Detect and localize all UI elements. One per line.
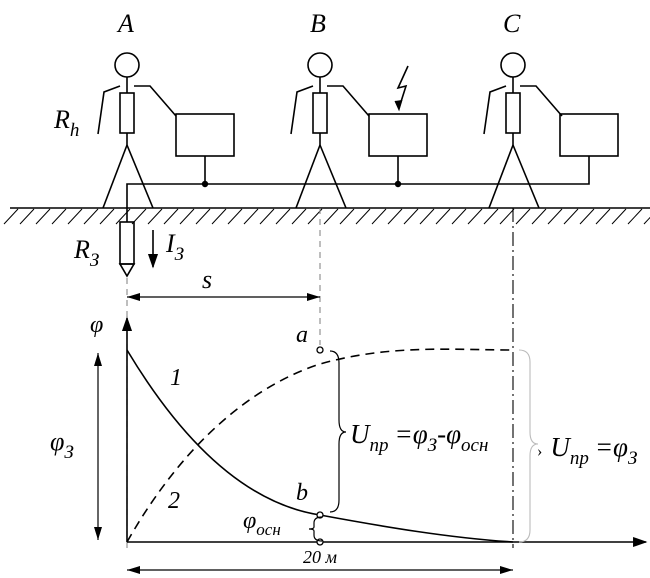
person-b [290,52,370,209]
ground-hatch-line [387,208,403,225]
potential-curve-1 [126,349,514,543]
label-person-a: A [116,9,134,38]
label-person-b: B [310,9,326,38]
ground-hatch-line [19,208,35,225]
label-point-b: b [296,480,308,506]
touch-voltage-curve-2 [126,348,514,543]
person-c [483,52,563,209]
label-point-a: a [296,322,308,348]
ground-hatch-line [291,208,307,225]
label-touch-voltage-2: ›Uпр=φЗ [537,432,637,469]
equipment-box-c [559,113,619,157]
ground-hatch-line [483,208,499,225]
ground-hatch-line [227,208,243,225]
ground-hatch-line [259,208,275,225]
ground-hatch-line [403,208,419,225]
ground-hatch-line [355,208,371,225]
brace-base [308,516,323,542]
ground-hatch-line [467,208,483,225]
brace-c [518,349,539,543]
ground-hatch-line [435,208,451,225]
label-curve-1: 1 [170,365,182,391]
label-touch-voltage-1: Uпр=φЗ-φосн [350,419,488,456]
ground-hatch-line [611,208,627,225]
equipment-box-a [175,113,235,157]
ground-hatch-line [83,208,99,225]
ground-hatch-line [35,208,51,225]
ground-hatch-line [499,208,515,225]
ground-surface [3,207,650,225]
ground-hatch-line [67,208,83,225]
grounding-bus [126,156,590,222]
ground-hatch-line [419,208,435,225]
ground-hatch-line [211,208,227,225]
ground-electrode [118,221,136,278]
ground-hatch-line [643,216,650,225]
ground-hatch-line [595,208,611,225]
label-curve-2: 2 [168,488,180,514]
label-ground-current: IЗ [165,229,184,265]
ground-hatch-line [179,208,195,225]
ground-hatch-line [3,208,19,225]
label-distance-s: s [202,265,212,294]
label-phi-axis: φ [90,312,103,338]
ground-hatch-line [515,208,531,225]
label-person-c: C [503,9,521,38]
brace-ab [329,350,347,513]
ground-hatch-line [627,208,643,225]
ground-hatch-line [195,208,211,225]
phi-ground-dimension [94,353,102,540]
label-body-resistance: Rh [53,105,79,141]
label-phi-base: φосн [243,508,281,539]
equipment-box-b [368,113,428,157]
ground-hatch-line [339,208,355,225]
ground-hatch-line [579,208,595,225]
ground-hatch-line [147,208,163,225]
ground-hatch-line [51,208,67,225]
point-a-marker [316,346,324,354]
ground-hatch-line [531,208,547,225]
ground-hatch-line [163,208,179,225]
ground-hatch-line [563,208,579,225]
ground-hatch-line [323,208,339,225]
ground-hatch-line [243,208,259,225]
ground-hatch-line [99,208,115,225]
ground-hatch-line [371,208,387,225]
ground-hatch-line [547,208,563,225]
ground-hatch-line [275,208,291,225]
distance-s-dimension [127,293,320,301]
person-a [97,52,177,209]
twenty-m-dimension [127,566,513,574]
label-phi-ground: φЗ [50,427,74,463]
ground-hatch-line [451,208,467,225]
fault-lightning-icon [396,65,409,109]
label-twenty-m: 20 м [303,547,338,567]
label-ground-resistance: RЗ [73,235,99,271]
